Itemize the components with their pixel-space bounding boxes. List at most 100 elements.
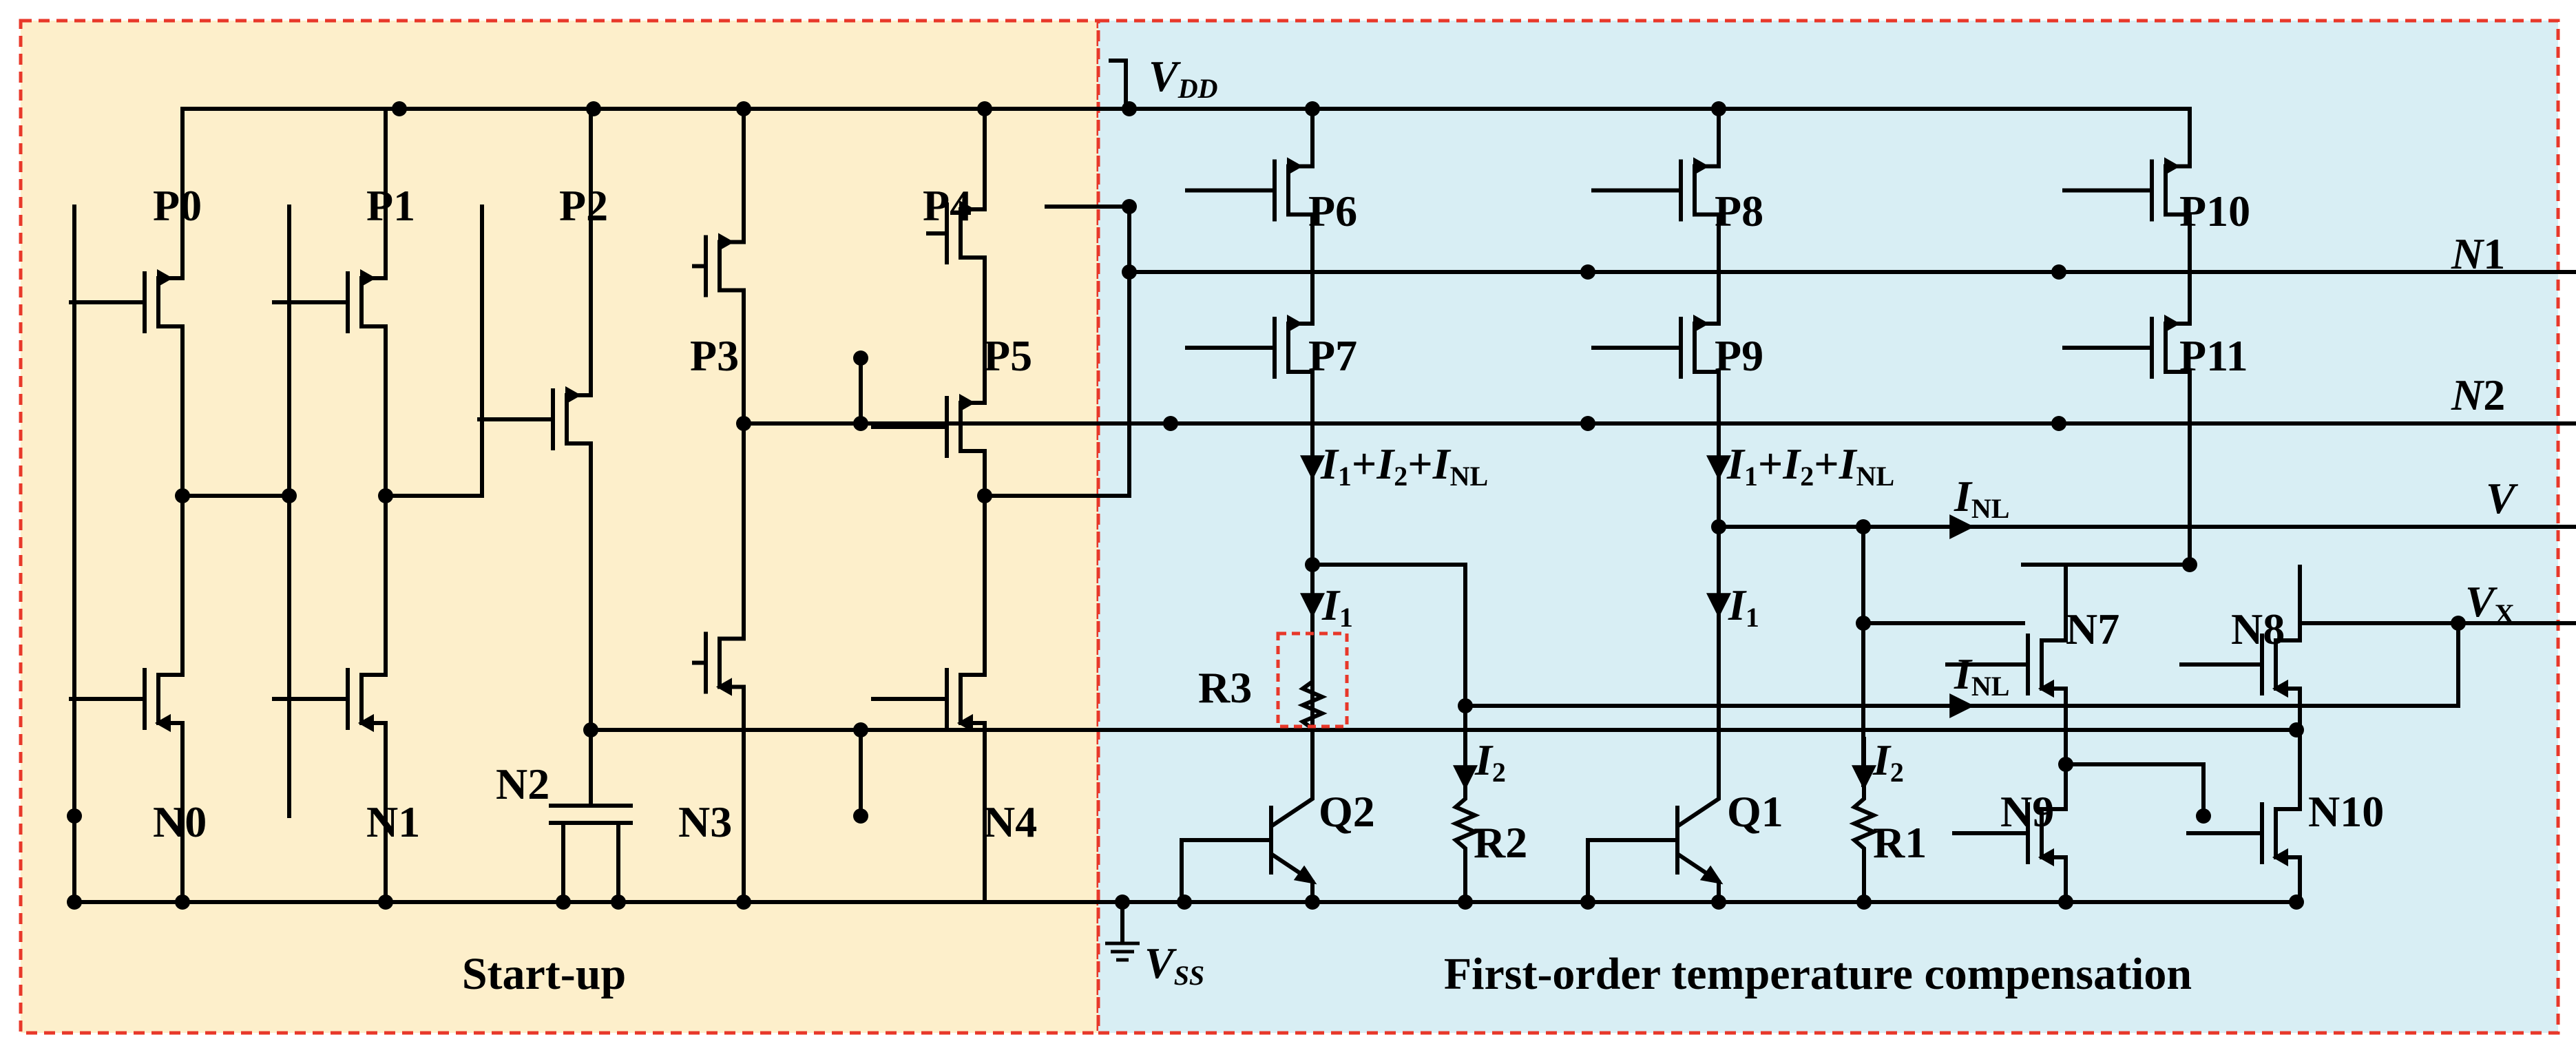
junction-dot [2058, 757, 2073, 772]
junction-dot [1163, 416, 1178, 431]
junction-dot [2051, 416, 2066, 431]
junction-dot [1122, 264, 1137, 280]
junction-dot [2289, 894, 2304, 910]
junction-dot [1856, 519, 1871, 534]
current-label-sum-left: I1+I2+INL [1320, 439, 1488, 492]
transistor-p8 [1591, 109, 1721, 272]
junction-dot [1711, 101, 1726, 116]
net-label-vx: VX [2465, 577, 2515, 629]
label-p4: P4 [923, 181, 972, 230]
transistor-q1 [1586, 785, 1724, 902]
r3-highlight-box [1276, 631, 1349, 729]
wire-p1-drain [384, 205, 484, 498]
label-p8: P8 [1715, 187, 1763, 236]
transistor-n9 [1952, 764, 2068, 902]
label-q1: Q1 [1727, 787, 1783, 836]
junction-dot [2451, 616, 2466, 631]
label-n3: N3 [678, 797, 732, 846]
junction-dot [977, 488, 992, 503]
junction-dot [282, 488, 297, 503]
label-p6: P6 [1308, 187, 1357, 236]
label-p7: P7 [1308, 331, 1357, 380]
junction-dot [736, 416, 751, 431]
net-label-v: V [2486, 474, 2519, 523]
wire-n9-n10-gate [2064, 762, 2206, 818]
junction-dot [175, 488, 190, 503]
junction-dot [853, 808, 868, 824]
transistor-n7 [1945, 565, 2068, 764]
label-p1: P1 [366, 181, 415, 230]
junction-dot [392, 101, 407, 116]
junction-dot [853, 416, 868, 431]
label-p5: P5 [983, 331, 1032, 380]
label-p9: P9 [1715, 331, 1763, 380]
junction-dot [853, 722, 868, 737]
wire-p5-out [983, 205, 1131, 498]
label-p10: P10 [2179, 187, 2250, 236]
junction-dot [1580, 416, 1595, 431]
junction-dot [853, 350, 868, 366]
junction-dot [1580, 894, 1595, 910]
junction-dot [977, 101, 992, 116]
net-label-n2: N2 [2451, 370, 2505, 419]
current-label-i1-left: I1 [1321, 580, 1353, 633]
label-p3: P3 [690, 331, 739, 380]
junction-dot [1458, 894, 1473, 910]
junction-dot [583, 722, 598, 737]
resistor-r2 [1450, 785, 1480, 861]
current-label-inl-bottom: INL [1954, 649, 2009, 702]
label-r1: R1 [1873, 818, 1927, 867]
junction-dot [2051, 264, 2066, 280]
current-label-i1-right: I1 [1728, 580, 1759, 633]
transistor-n1 [272, 496, 388, 902]
startup-region [19, 19, 1100, 1035]
junction-dot [1580, 264, 1595, 280]
junction-dot [2289, 722, 2304, 737]
transistor-p7 [1185, 272, 1315, 423]
label-p2: P2 [559, 181, 608, 230]
current-label-inl-top: INL [1954, 472, 2009, 524]
junction-dot [736, 101, 751, 116]
label-n0: N0 [153, 797, 207, 846]
transistor-n3 [692, 423, 746, 902]
current-label-i2-left: I2 [1474, 735, 1506, 788]
current-label-sum-right: I1+I2+INL [1726, 439, 1894, 492]
junction-dot [175, 894, 190, 910]
transistor-n4 [871, 496, 987, 902]
junction-dot [556, 894, 571, 910]
transistor-p0 [69, 109, 185, 496]
junction-dot [1458, 698, 1473, 713]
transistor-n0 [69, 496, 185, 902]
label-n1: N1 [366, 797, 420, 846]
junction-dot [1711, 894, 1726, 910]
junction-dot [2196, 808, 2211, 824]
transistor-p6 [1185, 109, 1315, 272]
caption-startup: Start-up [462, 949, 626, 999]
devices [69, 109, 2302, 902]
net-label-n1: N1 [2451, 229, 2505, 278]
transistor-p3 [692, 109, 746, 423]
junction-dot [611, 894, 626, 910]
junction-dot [378, 488, 393, 503]
junction-dot [67, 808, 82, 824]
transistor-p10 [2062, 109, 2192, 272]
junction-dot [1711, 519, 1726, 534]
junction-dot [2182, 557, 2197, 572]
junction-dot [378, 894, 393, 910]
label-n8: N8 [2231, 605, 2285, 653]
transistor-n10 [2186, 764, 2302, 902]
junction-dot [586, 101, 601, 116]
junction-dot [1122, 199, 1137, 214]
label-n10: N10 [2308, 787, 2384, 836]
label-q2: Q2 [1319, 787, 1375, 836]
label-r3: R3 [1198, 663, 1252, 712]
transistor-p11 [2062, 272, 2192, 423]
junction-dots [67, 101, 2466, 910]
transistor-q2 [1180, 785, 1317, 902]
transistor-n8 [2179, 565, 2302, 764]
transistor-p2 [477, 109, 593, 730]
label-p11: P11 [2179, 331, 2248, 380]
junction-dot [1305, 101, 1320, 116]
